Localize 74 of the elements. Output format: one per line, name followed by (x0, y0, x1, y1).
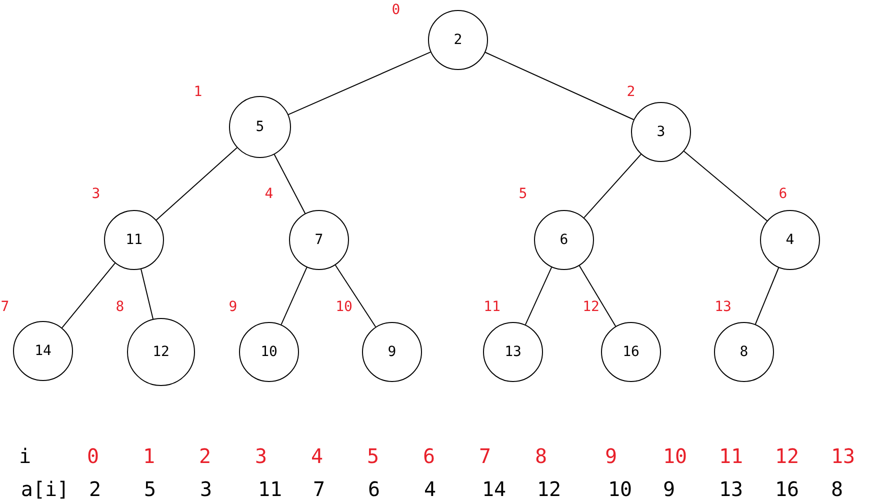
index-label: 3 (92, 186, 100, 202)
index-label: 4 (264, 186, 274, 202)
array-value: 6 (368, 477, 380, 501)
tree-node-circle (631, 102, 691, 162)
tree-node-circle (104, 210, 164, 270)
node-value: 11 (126, 232, 142, 248)
index-label: 11 (484, 299, 500, 315)
tree-edge (754, 267, 780, 325)
node-value: 2 (454, 32, 462, 48)
array-value: 5 (144, 477, 156, 501)
array-index: 3 (254, 444, 268, 468)
array-index: 9 (604, 444, 618, 468)
array-index: 2 (198, 444, 212, 468)
row-header: a[i] (20, 477, 70, 501)
array-index: 7 (478, 444, 492, 468)
array-value: 9 (662, 477, 676, 501)
tree-node-circle (534, 210, 594, 270)
node-value: 3 (656, 124, 666, 140)
tree-edge (280, 266, 308, 326)
index-label: 7 (0, 299, 10, 315)
array-index: 5 (366, 444, 380, 468)
index-label: 8 (116, 299, 124, 315)
tree-edge (584, 154, 642, 218)
index-label: 5 (518, 186, 528, 202)
array-index: 8 (534, 444, 548, 468)
array-value: 7 (312, 477, 326, 501)
index-label: 13 (714, 299, 732, 315)
tree-edge (288, 52, 432, 116)
array-index: 11 (718, 444, 744, 468)
array-value: 12 (536, 477, 562, 501)
index-label: 10 (336, 299, 352, 315)
tree-edge (484, 52, 634, 120)
tree-edge (274, 154, 306, 214)
array-index: 6 (422, 444, 436, 468)
node-value: 10 (260, 344, 278, 360)
node-value: 5 (256, 119, 264, 135)
node-value: 13 (504, 344, 522, 360)
row-header: i (18, 444, 32, 468)
array-value: 2 (88, 477, 102, 501)
array-value: 16 (774, 477, 800, 501)
tree-edge (334, 264, 376, 328)
node-value: 9 (388, 344, 396, 360)
index-label: 2 (626, 84, 636, 100)
node-value: 4 (786, 232, 794, 248)
index-label: 0 (392, 2, 400, 18)
array-index: 4 (310, 444, 324, 468)
array-index: 10 (662, 444, 688, 468)
tree-edge (140, 268, 154, 320)
node-value: 14 (34, 343, 52, 359)
node-value: 6 (560, 232, 568, 248)
index-label: 6 (778, 186, 788, 202)
array-value: 11 (258, 477, 282, 501)
array-value: 14 (482, 477, 506, 501)
array-value: 4 (424, 477, 436, 501)
node-value: 7 (314, 232, 324, 248)
array-value: 8 (830, 477, 844, 501)
array-value: 13 (718, 477, 744, 501)
array-index: 12 (774, 444, 800, 468)
tree-edge (62, 262, 116, 328)
tree-edge (578, 265, 616, 327)
array-value: 10 (608, 477, 632, 501)
tree-edge (156, 147, 238, 220)
index-label: 9 (228, 299, 238, 315)
tree-edge (684, 150, 768, 222)
tree-edge (524, 266, 552, 326)
array-index: 0 (86, 444, 100, 468)
node-value: 8 (740, 344, 748, 360)
array-index: 1 (142, 444, 156, 468)
index-label: 1 (194, 84, 202, 100)
node-value: 16 (622, 344, 640, 360)
array-value: 3 (200, 477, 212, 501)
array-index: 13 (830, 444, 856, 468)
index-label: 12 (582, 299, 600, 315)
node-value: 12 (152, 344, 170, 360)
